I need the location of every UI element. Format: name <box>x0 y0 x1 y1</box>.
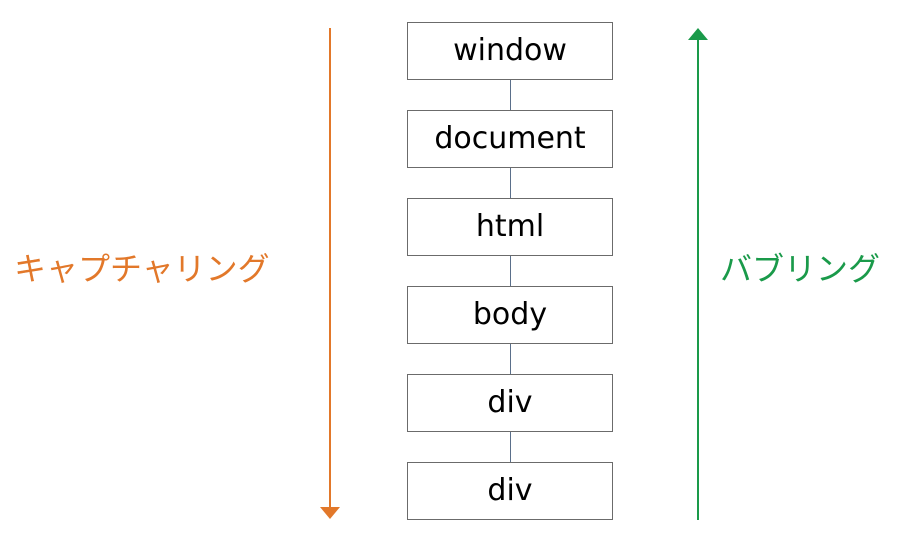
node-document: document <box>407 110 613 168</box>
node-div-outer: div <box>407 374 613 432</box>
node-body: body <box>407 286 613 344</box>
bubbling-label: バブリング <box>720 250 881 288</box>
node-div-inner: div <box>407 462 613 520</box>
node-connector <box>510 168 512 198</box>
capturing-arrow-line <box>329 28 331 508</box>
capturing-arrow-head <box>320 507 340 519</box>
node-window: window <box>407 22 613 80</box>
node-connector <box>510 256 512 286</box>
node-connector <box>510 80 512 110</box>
bubbling-arrow-head <box>688 28 708 40</box>
node-html: html <box>407 198 613 256</box>
bubbling-arrow-line <box>697 38 699 520</box>
capturing-label: キャプチャリング <box>14 250 270 288</box>
node-connector <box>510 432 512 462</box>
node-connector <box>510 344 512 374</box>
